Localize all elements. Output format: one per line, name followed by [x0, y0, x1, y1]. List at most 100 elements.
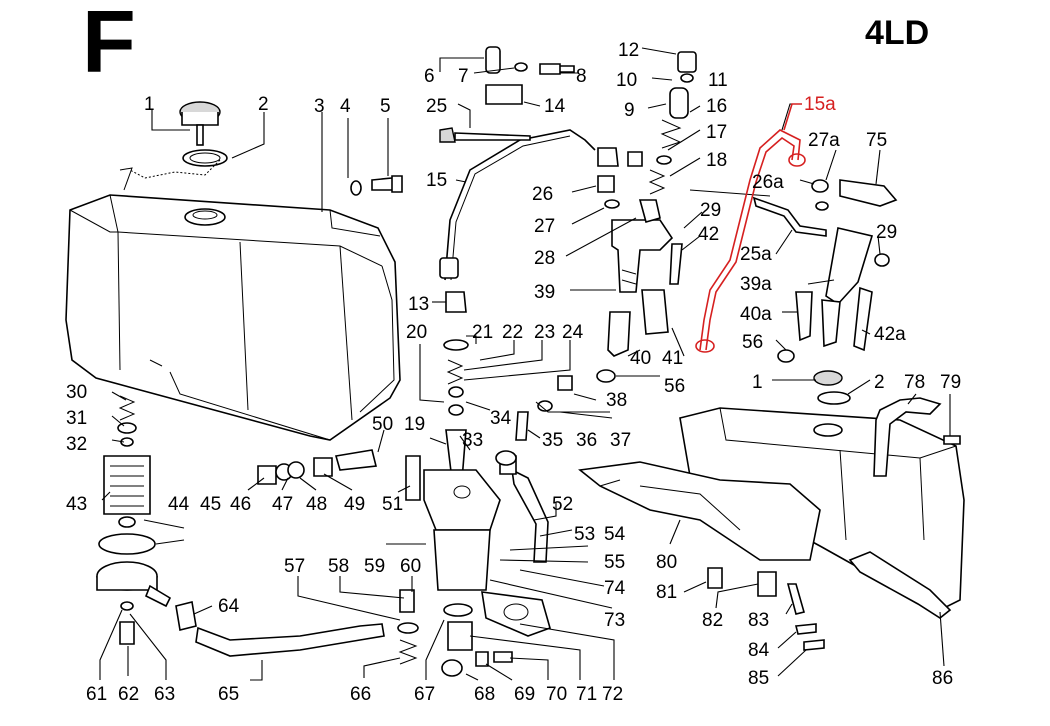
callout-57: 57: [284, 556, 305, 577]
callout-6: 6: [424, 66, 435, 87]
callout-4: 4: [340, 96, 351, 117]
callout-33: 33: [462, 430, 483, 451]
callout-75: 75: [866, 130, 887, 151]
callout-84: 84: [748, 640, 770, 661]
callout-31: 31: [66, 408, 87, 429]
leader-15a: [783, 103, 802, 131]
callout-39a: 39a: [740, 274, 772, 295]
callout-79: 79: [940, 372, 961, 393]
washer-4: [350, 180, 362, 196]
callout-24: 24: [562, 322, 584, 343]
callout-60: 60: [400, 556, 421, 577]
callout-56-left: 56: [664, 376, 685, 397]
callout-14: 14: [544, 96, 566, 117]
bolt-5: [371, 175, 403, 193]
callout-40a: 40a: [740, 304, 772, 325]
callout-81: 81: [656, 582, 677, 603]
callout-39: 39: [534, 282, 555, 303]
callout-20: 20: [406, 322, 427, 343]
callout-35: 35: [542, 430, 563, 451]
callout-50: 50: [372, 414, 393, 435]
model-label: 4LD: [865, 14, 930, 52]
callout-12: 12: [618, 40, 639, 61]
callout-29-left: 29: [700, 200, 721, 221]
callout-26a: 26a: [752, 172, 784, 193]
callout-29-right: 29: [876, 222, 897, 243]
callout-55: 55: [604, 552, 625, 573]
callout-68: 68: [474, 684, 495, 705]
callout-70: 70: [546, 684, 567, 705]
callout-17: 17: [706, 122, 727, 143]
hose-65: [195, 623, 385, 657]
callout-25a: 25a: [740, 244, 772, 265]
callout-40: 40: [630, 348, 651, 369]
callout-1: 1: [144, 94, 155, 115]
callout-42: 42: [698, 224, 719, 245]
callout-10: 10: [616, 70, 637, 91]
callout-28: 28: [534, 248, 555, 269]
callout-54: 54: [604, 524, 626, 545]
callout-9: 9: [624, 100, 635, 121]
callout-36: 36: [576, 430, 597, 451]
callout-3: 3: [314, 96, 325, 117]
callout-82: 82: [702, 610, 723, 631]
callout-34: 34: [490, 408, 512, 429]
callout-48: 48: [306, 494, 327, 515]
callout-69: 69: [514, 684, 535, 705]
callout-78: 78: [904, 372, 925, 393]
fuel-return-line-15a: [699, 129, 801, 351]
callout-11: 11: [708, 70, 728, 91]
callout-15a: 15a: [804, 94, 836, 115]
callout-83: 83: [748, 610, 769, 631]
callout-58: 58: [328, 556, 349, 577]
callout-67: 67: [414, 684, 435, 705]
callout-numbers: 1 2 3 4 5 6 7 8 9 10 11 12 13 14 15 15a …: [66, 40, 961, 705]
leader-lines: [99, 47, 951, 681]
callout-44: 44: [168, 494, 190, 515]
fuel-pump: [423, 291, 551, 677]
callout-27: 27: [534, 216, 555, 237]
callout-71: 71: [576, 684, 597, 705]
callout-80: 80: [656, 552, 677, 573]
callout-21: 21: [472, 322, 493, 343]
callout-73: 73: [604, 610, 625, 631]
callout-72: 72: [602, 684, 623, 705]
fuel-filter: [96, 395, 172, 645]
callout-15: 15: [426, 170, 447, 191]
callout-2: 2: [258, 94, 269, 115]
callout-22: 22: [502, 322, 523, 343]
callout-52: 52: [552, 494, 573, 515]
sleeve-6: [485, 46, 501, 74]
callout-62: 62: [118, 684, 139, 705]
callout-7: 7: [458, 66, 469, 87]
callout-1-right: 1: [752, 372, 763, 393]
callout-27a: 27a: [808, 130, 840, 151]
callout-61: 61: [86, 684, 107, 705]
fuel-line-15: [444, 129, 596, 281]
callout-41: 41: [662, 348, 683, 369]
callout-86: 86: [932, 668, 953, 689]
callout-66: 66: [350, 684, 371, 705]
callout-49: 49: [344, 494, 365, 515]
callout-25: 25: [426, 96, 447, 117]
callout-19: 19: [404, 414, 425, 435]
callout-38: 38: [606, 390, 627, 411]
tank-cap: [179, 101, 228, 167]
callout-37: 37: [610, 430, 631, 451]
callout-30: 30: [66, 382, 87, 403]
callout-43: 43: [66, 494, 87, 515]
callout-26: 26: [532, 184, 553, 205]
callout-5: 5: [380, 96, 391, 117]
callout-32: 32: [66, 434, 87, 455]
callout-56-right: 56: [742, 332, 763, 353]
callout-59: 59: [364, 556, 385, 577]
callout-64: 64: [218, 596, 240, 617]
callout-63: 63: [154, 684, 175, 705]
callout-47: 47: [272, 494, 293, 515]
callout-46: 46: [230, 494, 251, 515]
callout-65: 65: [218, 684, 239, 705]
callout-51: 51: [382, 494, 403, 515]
callout-18: 18: [706, 150, 727, 171]
gasket-64: [175, 601, 197, 631]
